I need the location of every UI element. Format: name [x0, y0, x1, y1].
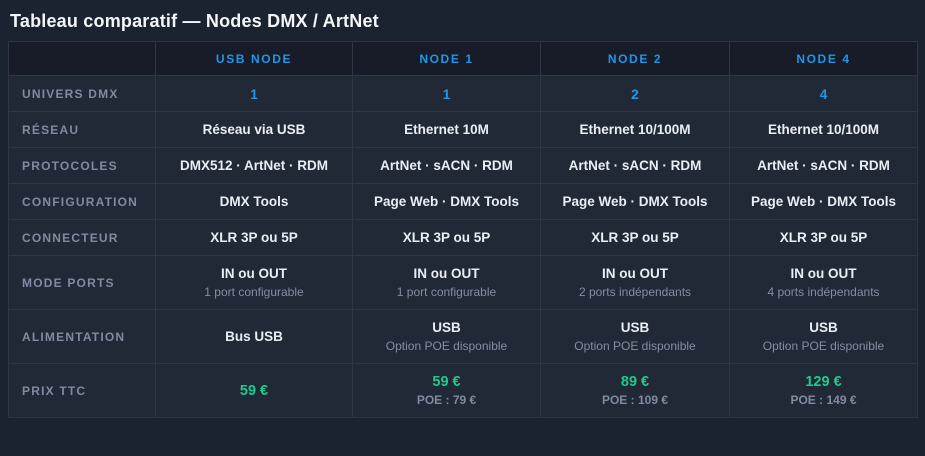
- table-cell: DMX512 · ArtNet · RDM: [155, 147, 353, 184]
- table-cell: Ethernet 10/100M: [729, 111, 918, 148]
- table-cell: ArtNet · sACN · RDM: [729, 147, 918, 184]
- row-label: CONNECTEUR: [8, 219, 156, 256]
- table-cell: ArtNet · sACN · RDM: [540, 147, 730, 184]
- cell-subvalue: 2 ports indépendants: [578, 285, 692, 299]
- table-cell: XLR 3P ou 5P: [729, 219, 918, 256]
- cell-value: ArtNet · sACN · RDM: [568, 157, 702, 173]
- table-cell: 59 € POE : 79 €: [352, 363, 541, 418]
- table-cell: 1: [155, 75, 353, 112]
- cell-value: Bus USB: [225, 328, 283, 344]
- row-label: ALIMENTATION: [8, 309, 156, 364]
- column-header-node-2: NODE 2: [540, 41, 730, 76]
- cell-value: USB: [432, 320, 461, 335]
- column-header-node-1: NODE 1: [352, 41, 541, 76]
- cell-value: 89 €: [620, 374, 650, 390]
- row-label: PROTOCOLES: [8, 147, 156, 184]
- row-label: UNIVERS DMX: [8, 75, 156, 112]
- table-cell: DMX Tools: [155, 183, 353, 220]
- cell-subvalue: POE : 79 €: [416, 393, 477, 407]
- table-cell: ArtNet · sACN · RDM: [352, 147, 541, 184]
- cell-value: 4: [819, 85, 828, 102]
- column-header-node-4: NODE 4: [729, 41, 918, 76]
- table-cell: USB Option POE disponible: [540, 309, 730, 364]
- column-header-usb-node: USB NODE: [155, 41, 353, 76]
- cell-value: IN ou OUT: [413, 266, 480, 281]
- table-row: ALIMENTATION Bus USB USB Option POE disponi…: [8, 309, 918, 364]
- cell-subvalue: 4 ports indépendants: [767, 285, 880, 299]
- cell-value: DMX512 · ArtNet · RDM: [179, 157, 328, 173]
- cell-value: XLR 3P ou 5P: [402, 229, 491, 245]
- row-label: RÉSEAU: [8, 111, 156, 148]
- table-cell: Page Web · DMX Tools: [729, 183, 918, 220]
- cell-subvalue: 1 port configurable: [204, 285, 304, 299]
- corner-cell: [8, 41, 156, 76]
- table-row: RÉSEAU Réseau via USB Ethernet 10M Ethernet…: [8, 111, 918, 148]
- table-cell: IN ou OUT 1 port configurable: [155, 255, 353, 310]
- cell-subvalue: Option POE disponible: [574, 339, 696, 353]
- table-cell: IN ou OUT 1 port configurable: [352, 255, 541, 310]
- table-cell: Page Web · DMX Tools: [540, 183, 730, 220]
- cell-subvalue: POE : 109 €: [601, 393, 669, 407]
- cell-value: Réseau via USB: [202, 121, 306, 137]
- cell-value: 1: [250, 85, 258, 102]
- table-cell: IN ou OUT 4 ports indépendants: [729, 255, 918, 310]
- cell-value: 129 €: [805, 374, 842, 390]
- table-cell: USB Option POE disponible: [729, 309, 918, 364]
- table-row: CONNECTEUR XLR 3P ou 5P XLR 3P ou 5P XLR 3P…: [8, 219, 918, 256]
- table-cell: 129 € POE : 149 €: [729, 363, 918, 418]
- cell-value: Page Web · DMX Tools: [373, 193, 519, 209]
- cell-value: IN ou OUT: [602, 266, 668, 281]
- cell-value: ArtNet · sACN · RDM: [757, 157, 890, 173]
- table-cell: Bus USB: [155, 309, 353, 364]
- cell-value: ArtNet · sACN · RDM: [380, 157, 513, 173]
- row-label: CONFIGURATION: [8, 183, 156, 220]
- table-cell: 89 € POE : 109 €: [540, 363, 730, 418]
- table-cell: Ethernet 10M: [352, 111, 541, 148]
- table-row: PRIX TTC 59 € 59 € POE : 79 € 89 € POE : 109 …: [8, 363, 918, 418]
- cell-value: Page Web · DMX Tools: [562, 193, 708, 209]
- table-row: PROTOCOLES DMX512 · ArtNet · RDM ArtNet · …: [8, 147, 918, 184]
- cell-value: USB: [620, 320, 650, 335]
- cell-value: IN ou OUT: [790, 266, 857, 281]
- row-label: MODE PORTS: [8, 255, 156, 310]
- table-cell: 1: [352, 75, 541, 112]
- cell-value: 59 €: [432, 374, 461, 390]
- table-cell: IN ou OUT 2 ports indépendants: [540, 255, 730, 310]
- cell-value: Ethernet 10M: [404, 121, 489, 137]
- table-row: UNIVERS DMX 1 1 2 4: [8, 75, 918, 112]
- table-row: CONFIGURATION DMX Tools Page Web · DMX Too…: [8, 183, 918, 220]
- table-cell: Ethernet 10/100M: [540, 111, 730, 148]
- table-cell: XLR 3P ou 5P: [352, 219, 541, 256]
- cell-subvalue: Option POE disponible: [762, 339, 885, 353]
- cell-value: Ethernet 10/100M: [579, 121, 691, 137]
- cell-value: XLR 3P ou 5P: [210, 229, 298, 245]
- table-cell: 59 €: [155, 363, 353, 418]
- row-label: PRIX TTC: [8, 363, 156, 418]
- table-cell: USB Option POE disponible: [352, 309, 541, 364]
- cell-value: DMX Tools: [219, 193, 289, 209]
- table-cell: XLR 3P ou 5P: [155, 219, 353, 256]
- cell-value: Page Web · DMX Tools: [750, 193, 896, 209]
- table-cell: Page Web · DMX Tools: [352, 183, 541, 220]
- cell-value: 2: [631, 85, 639, 102]
- cell-value: XLR 3P ou 5P: [591, 229, 679, 245]
- cell-subvalue: Option POE disponible: [385, 339, 508, 353]
- table-cell: 4: [729, 75, 918, 112]
- cell-value: IN ou OUT: [221, 266, 287, 281]
- cell-value: 1: [442, 85, 451, 102]
- cell-value: 59 €: [239, 382, 269, 399]
- cell-value: XLR 3P ou 5P: [779, 229, 868, 245]
- page: Tableau comparatif — Nodes DMX / ArtNet …: [8, 11, 918, 418]
- cell-subvalue: 1 port configurable: [396, 285, 497, 299]
- table-cell: XLR 3P ou 5P: [540, 219, 730, 256]
- table-cell: Réseau via USB: [155, 111, 353, 148]
- table-cell: 2: [540, 75, 730, 112]
- cell-value: USB: [809, 320, 838, 335]
- page-title: Tableau comparatif — Nodes DMX / ArtNet: [10, 11, 379, 31]
- cell-value: Ethernet 10/100M: [767, 121, 880, 137]
- cell-subvalue: POE : 149 €: [790, 393, 857, 407]
